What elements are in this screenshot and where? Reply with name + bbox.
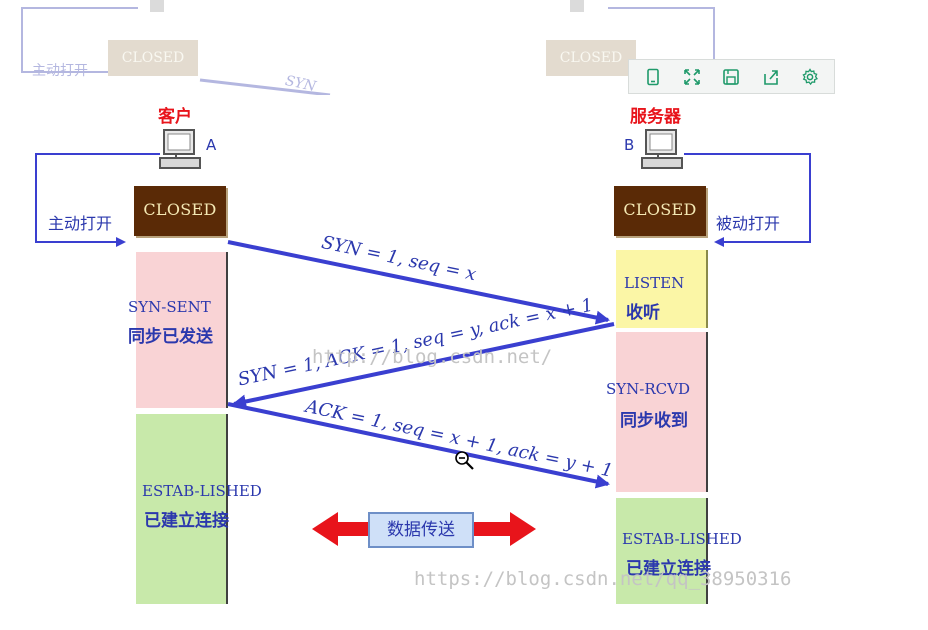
syn-ack-arrow bbox=[232, 322, 615, 409]
data-transfer-box: 数据传送 bbox=[368, 512, 474, 548]
save-icon[interactable] bbox=[714, 62, 748, 92]
active-open-label: 主动打开 bbox=[48, 214, 113, 233]
client-established-cn: 已建立连接 bbox=[144, 511, 229, 531]
passive-open-label: 被动打开 bbox=[716, 214, 781, 233]
client-syn-sent-label: SYN-SENT bbox=[128, 298, 211, 316]
server-listen-cn: 收听 bbox=[626, 303, 660, 323]
ghost-active-open-label: 主动打开 bbox=[32, 63, 88, 79]
ghost-loop-lines bbox=[21, 0, 715, 95]
client-syn-sent-block bbox=[136, 252, 228, 408]
client-host-letter: A bbox=[206, 136, 217, 154]
server-established-label: ESTAB-LISHED bbox=[622, 530, 742, 548]
server-syn-rcvd-label: SYN-RCVD bbox=[606, 380, 691, 398]
server-syn-rcvd-block bbox=[616, 332, 708, 492]
client-established-block bbox=[136, 414, 228, 604]
expand-icon[interactable] bbox=[675, 62, 709, 92]
server-open-loop bbox=[684, 153, 811, 247]
server-listen-block bbox=[616, 250, 708, 328]
gear-icon[interactable] bbox=[793, 62, 827, 92]
ghost-closed-right: CLOSED bbox=[546, 40, 636, 76]
phone-icon[interactable] bbox=[636, 62, 670, 92]
zoom-out-cursor-icon bbox=[455, 451, 474, 470]
floating-toolbar bbox=[628, 59, 835, 94]
client-syn-sent-cn: 同步已发送 bbox=[128, 327, 213, 347]
client-label: 客户 bbox=[158, 107, 192, 127]
server-label: 服务器 bbox=[630, 107, 681, 127]
server-listen-label: LISTEN bbox=[624, 274, 685, 292]
ghost-closed-left: CLOSED bbox=[108, 40, 198, 76]
server-host-letter: B bbox=[624, 136, 635, 154]
computer-icon bbox=[641, 129, 683, 169]
watermark-middle: http://blog.csdn.net/ bbox=[312, 346, 553, 368]
client-closed-state: CLOSED bbox=[134, 186, 226, 236]
syn-arrow bbox=[227, 240, 610, 325]
client-established-label: ESTAB-LISHED bbox=[142, 482, 262, 500]
server-closed-state: CLOSED bbox=[614, 186, 706, 236]
client-open-loop bbox=[35, 153, 160, 247]
server-established-cn: 已建立连接 bbox=[626, 559, 711, 579]
server-syn-rcvd-cn: 同步收到 bbox=[620, 411, 688, 431]
computer-icon bbox=[159, 129, 201, 169]
share-icon[interactable] bbox=[754, 62, 788, 92]
server-established-block bbox=[616, 498, 708, 604]
watermark-bottom: https://blog.csdn.net/qq_38950316 bbox=[414, 568, 792, 590]
ack-arrow bbox=[227, 402, 610, 489]
ghost-top-area: CLOSED CLOSED 主动打开 SYN bbox=[0, 0, 928, 95]
